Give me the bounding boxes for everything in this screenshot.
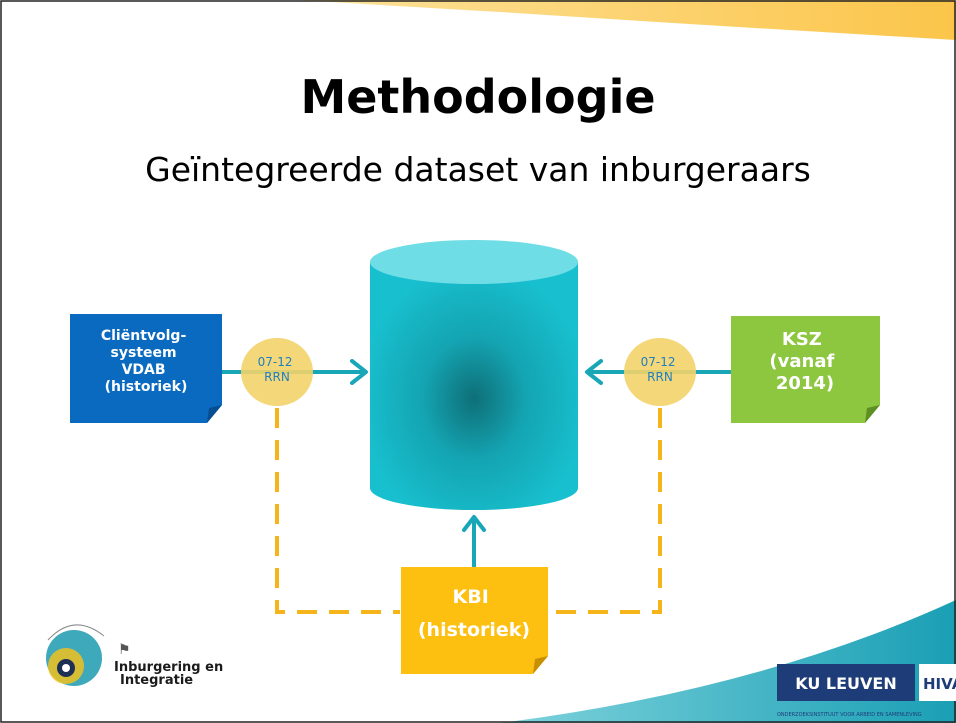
svg-text:Inburgering en Integra: Inburgering en Integratie	[114, 660, 228, 688]
database-cylinder	[370, 240, 578, 510]
key-right-line-2: RRN	[647, 370, 673, 384]
svg-text:07-12 RRN: 07-12 RRN	[258, 355, 297, 384]
key-ellipse-right: 07-12 RRN	[624, 338, 696, 406]
ksz-line-3: 2014)	[776, 373, 834, 394]
vdab-line-3: VDAB	[122, 362, 166, 378]
logo-left-line-2: Integratie	[120, 673, 193, 688]
slide-title: Methodologie	[300, 70, 656, 124]
logo-left-line-1: Inburgering en	[114, 660, 223, 675]
svg-text:Cliëntvolg- systeem: Cliëntvolg- systeem VDAB (historiek)	[101, 328, 191, 395]
key-left-line-2: RRN	[264, 370, 290, 384]
ku-leuven-label: KU LEUVEN	[795, 674, 897, 693]
key-right-line-1: 07-12	[641, 355, 676, 369]
dashed-line-right	[548, 408, 662, 614]
arrow-kbi-to-database	[462, 515, 486, 568]
ksz-source-box: KSZ (vanaf 2014)	[731, 316, 880, 423]
svg-text:KSZ (vanaf 201: KSZ (vanaf 2014)	[769, 329, 840, 394]
hiva-label: HIVA	[923, 675, 956, 693]
vdab-line-4: (historiek)	[105, 379, 188, 395]
svg-text:07-12 RRN: 07-12 RRN	[641, 355, 680, 384]
vdab-source-box: Cliëntvolg- systeem VDAB (historiek)	[70, 314, 222, 423]
vdab-line-2: systeem	[111, 345, 177, 361]
ksz-line-1: KSZ	[782, 329, 822, 350]
kbi-line-2: (historiek)	[418, 619, 530, 641]
inburgering-logo: ⚑ Inburgering en Integratie	[46, 624, 228, 688]
key-ellipse-left: 07-12 RRN	[241, 338, 313, 406]
ku-leuven-logo: KU LEUVEN	[777, 664, 915, 701]
vdab-line-1: Cliëntvolg-	[101, 328, 187, 344]
kbi-source-box: KBI (historiek)	[401, 567, 548, 674]
dashed-line-left	[275, 408, 400, 614]
ksz-line-2: (vanaf	[769, 351, 834, 372]
key-left-line-1: 07-12	[258, 355, 293, 369]
hiva-caption: ONDERZOEKSINSTITUUT VOOR ARBEID EN SAMEN…	[777, 712, 922, 718]
hiva-logo: HIVA	[919, 664, 956, 701]
svg-text:KBI (historiek): KBI (historiek)	[418, 586, 530, 641]
slide-subtitle: Geïntegreerde dataset van inburgeraars	[145, 150, 811, 189]
flag-icon: ⚑	[118, 642, 131, 658]
kbi-line-1: KBI	[453, 586, 489, 608]
bottom-decor-band	[500, 600, 956, 723]
top-decor-band	[300, 0, 956, 40]
